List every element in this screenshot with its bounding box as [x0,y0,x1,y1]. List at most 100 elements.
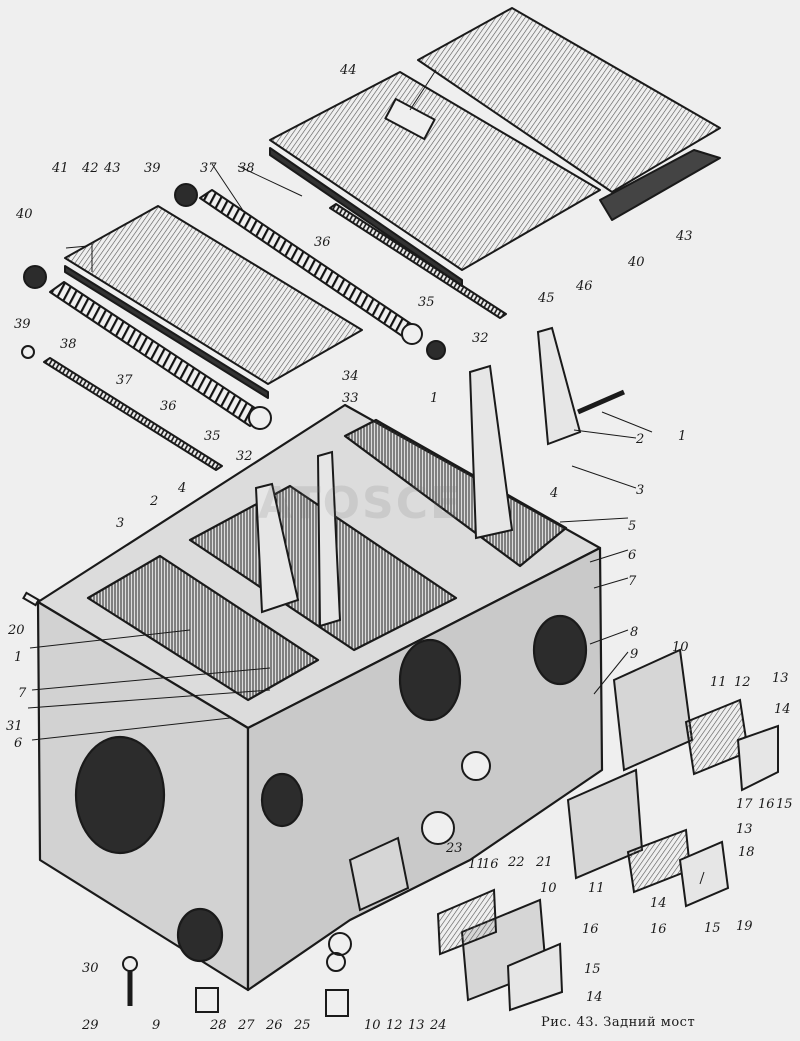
callout-22: 22 [507,855,525,870]
callout-31: 31 [6,719,23,734]
rod-36-upper [329,203,507,319]
callout-16-c: 16 [582,922,599,937]
callout-14-b: 14 [650,896,667,911]
callout-labels: 1 1 1 2 2 3 3 4 4 5 6 6 7 7 8 9 9 10 10 … [6,63,793,1033]
callout-5: 5 [628,519,636,534]
callout-17: 17 [736,797,753,812]
callout-14-a: 14 [774,702,791,717]
fork-top-right [536,326,582,446]
housing-right-face [246,546,604,992]
gasket-11-upper [684,698,750,776]
nut-30 [122,956,138,972]
callout-34: 34 [342,369,359,384]
callout-32-b: 32 [236,449,253,464]
callout-14-c: 14 [586,990,603,1005]
callout-39-a: 39 [144,161,161,176]
plug-22 [421,811,455,845]
callout-11-b: 11 [588,881,605,896]
callout-18: 18 [738,845,755,860]
callout-24: 24 [429,1018,447,1033]
callout-37-b: 37 [116,373,133,388]
callout-2-b: 2 [149,494,158,509]
callout-46: 46 [575,279,593,294]
callout-10-b: 10 [540,881,557,896]
shift-rod-1 [577,389,625,415]
callout-36-a: 36 [314,235,331,250]
callout-40-a: 40 [15,207,33,222]
callout-11-c: 11 [468,857,485,872]
callout-38-a: 38 [238,161,255,176]
callout-30: 30 [82,961,99,976]
washer-26 [326,952,346,972]
callout-13-c: 13 [408,1018,425,1033]
callout-1-b: 1 [430,391,438,406]
callout-1-c: 1 [14,650,22,665]
callout-10-a: 10 [672,640,689,655]
inspection-hatch-44 [384,97,436,141]
gasket-40-right [599,149,721,221]
washer-34 [426,340,446,360]
callout-38-b: 38 [60,337,77,352]
washer-39-upper [174,183,198,207]
callout-45: 45 [537,291,555,306]
side-covers [348,648,779,1012]
callout-9-a: 9 [630,647,638,662]
callout-16-d: 16 [482,857,499,872]
callout-27: 27 [237,1018,255,1033]
callout-3-b: 3 [116,516,124,531]
watermark: ATOSCE [258,478,463,529]
rod-36-lower [43,357,223,471]
callout-1-a: 1 [678,429,686,444]
callout-2-a: 2 [635,432,644,447]
callout-39-b: 39 [14,317,31,332]
callout-7-b: 7 [18,686,27,701]
callout-15-b: 15 [704,921,721,936]
callout-33: 33 [342,391,359,406]
side-cover-10-upper [612,648,694,772]
callout-13-a: 13 [772,671,789,686]
bearing-bore-center [398,638,462,722]
callout-15-a: 15 [776,797,793,812]
callout-40-b: 40 [627,255,645,270]
callout-35-b: 35 [204,429,221,444]
callout-41: 41 [51,161,69,176]
fork-left [254,482,300,614]
callout-16-b: 16 [650,922,667,937]
pin-20 [22,591,40,607]
gasket-lower-left [436,888,498,956]
cover-plate-43-left [64,205,363,385]
callout-13-b: 13 [736,822,753,837]
callout-15-c: 15 [584,962,601,977]
drain-bore [260,772,304,828]
callout-20: 20 [7,623,25,638]
cover-plate-43-right [417,7,721,193]
callout-6-b: 6 [14,736,22,751]
callout-43-b: 43 [675,229,693,244]
plate-14-upper [736,724,779,792]
callout-12-a: 12 [734,675,751,690]
callout-3-a: 3 [636,483,644,498]
callout-4-b: 4 [177,481,186,496]
callout-9-b: 9 [152,1018,160,1033]
callout-16-a: 16 [758,797,775,812]
side-cover-23 [348,836,410,912]
nut-35-upper [401,323,423,345]
plate-lower-left [506,942,564,1012]
fasteners [22,591,352,1017]
callout-28: 28 [209,1018,227,1033]
callout-4-a: 4 [549,486,558,501]
callout-26: 26 [265,1018,283,1033]
callout-44: 44 [339,63,357,78]
callout-11-a: 11 [710,675,727,690]
callout-6-a: 6 [628,548,636,563]
callout-12-b: 12 [386,1018,403,1033]
plug-25 [325,989,349,1017]
compartment-left [86,554,320,702]
left-cover-assembly [21,183,507,471]
callout-25: 25 [293,1018,311,1033]
leader-lines [27,69,705,885]
bearing-bore-left [74,735,166,855]
top-cover-plates [269,7,721,287]
callout-29: 29 [81,1018,99,1033]
